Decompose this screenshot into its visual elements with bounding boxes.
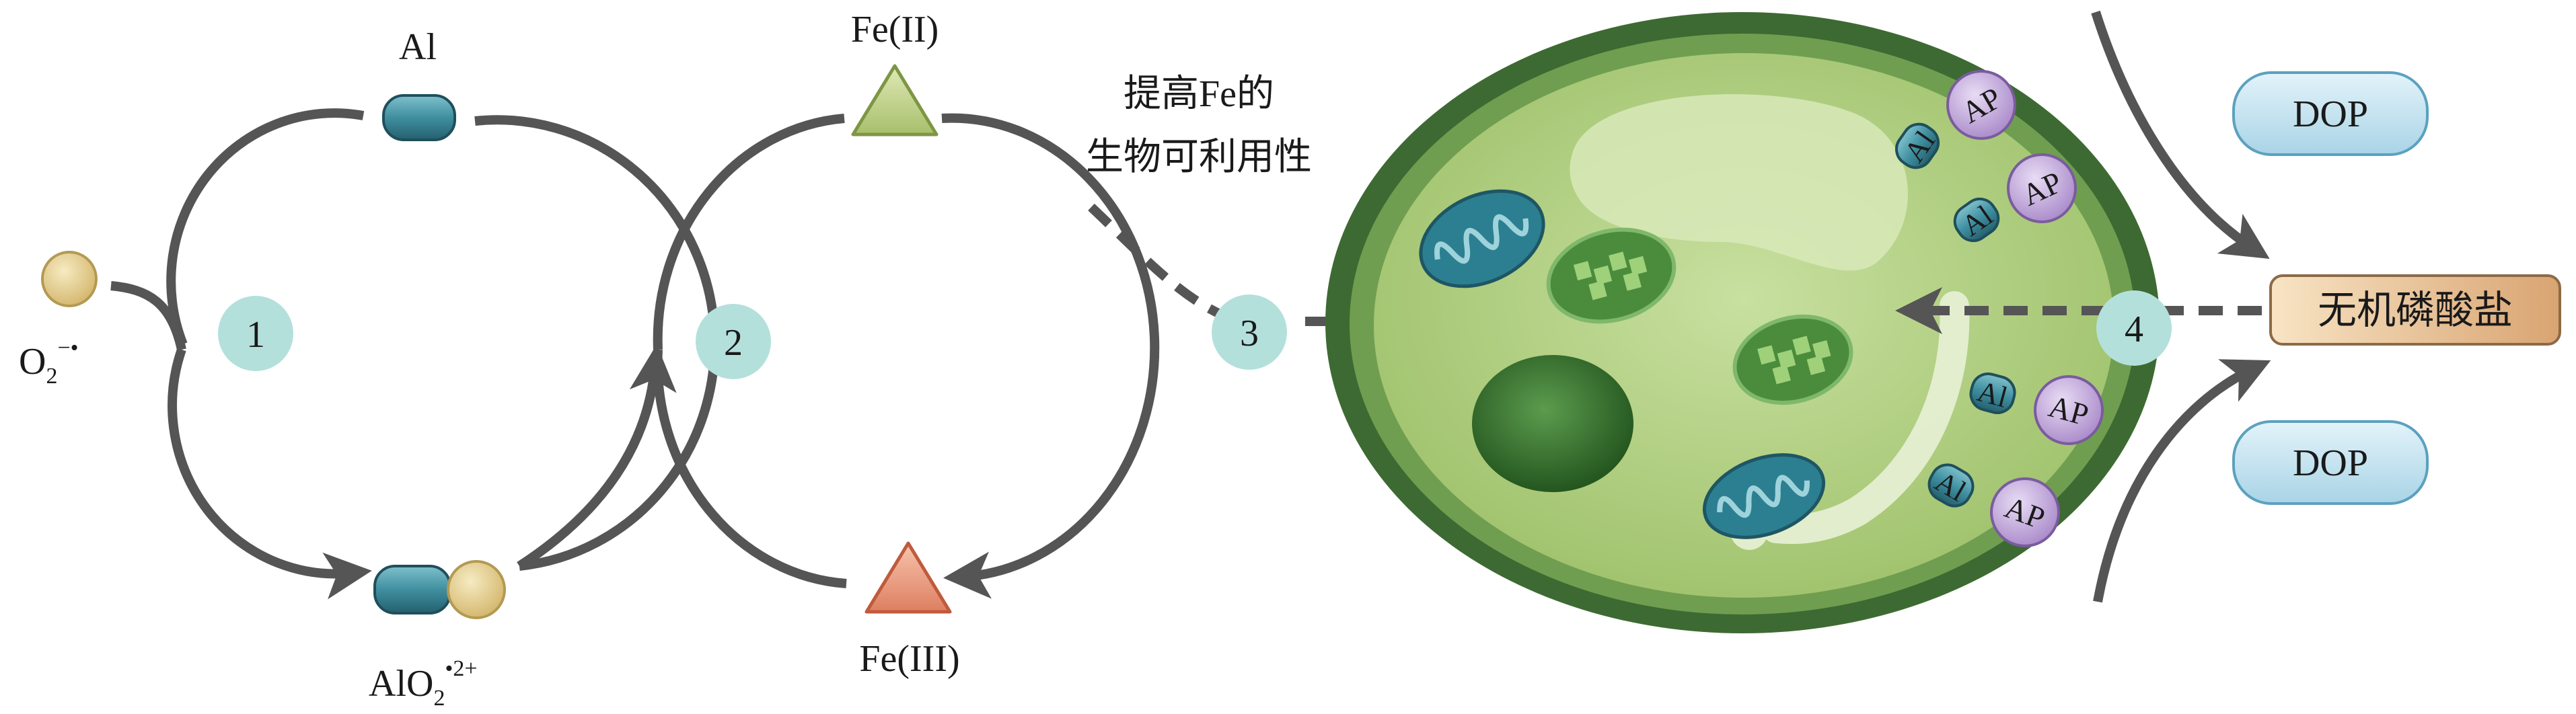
al-capsule <box>382 94 456 141</box>
step-1: 1 <box>218 296 293 371</box>
cycle1-arc-top <box>166 108 365 346</box>
alo2-label-sup: •2+ <box>445 656 477 681</box>
step-3: 3 <box>1212 294 1287 370</box>
nucleus <box>1472 355 1633 492</box>
cycle2-arc-bottom-left <box>653 349 847 588</box>
transport-channel <box>1761 291 1970 545</box>
step-4-number: 4 <box>2125 309 2143 350</box>
dop-box-bottom: DOP <box>2232 420 2429 505</box>
chloroplast-lower <box>1732 314 1853 405</box>
dop-box-top: DOP <box>2232 71 2429 156</box>
dop-bottom-label: DOP <box>2293 442 2368 484</box>
alo2-label: AlO2•2+ <box>369 656 478 711</box>
mitochondrion-lower <box>1702 453 1826 539</box>
membrane-pair-3: Al AP <box>1969 372 2104 445</box>
cycle1-arc-bottom-left <box>168 348 372 600</box>
o2-label-sub: 2 <box>46 364 57 389</box>
cycle2-arc-top-left <box>653 114 845 350</box>
cycle2-arc-right <box>941 113 1160 599</box>
step-2: 2 <box>696 304 771 379</box>
chloroplast-upper <box>1546 227 1677 324</box>
al-label: Al <box>399 26 437 68</box>
fe3-triangle <box>864 541 952 614</box>
o2-label-main: O <box>19 341 46 383</box>
inorganic-phosphate-label: 无机磷酸盐 <box>2318 288 2513 332</box>
fe2-triangle <box>851 64 939 136</box>
bioavailability-line-2: 生物可利用性 <box>1086 136 1312 178</box>
o2-sphere <box>41 251 98 307</box>
vacuole <box>1570 94 1908 271</box>
cycle-2 <box>517 113 1160 599</box>
fe3-label: Fe(III) <box>859 638 959 680</box>
o2-input-arrow <box>110 281 186 351</box>
cycle-1 <box>110 108 720 600</box>
inorganic-phosphate-box: 无机磷酸盐 <box>2269 274 2561 346</box>
bioavailability-line-1: 提高Fe的 <box>1124 73 1274 115</box>
alo2-label-sub: 2 <box>433 686 445 711</box>
fe2-label: Fe(II) <box>851 9 939 50</box>
o2-label: O2−• <box>19 335 79 389</box>
step-3-number: 3 <box>1240 313 1259 354</box>
dop-top-label: DOP <box>2293 93 2368 135</box>
dop-bottom-conversion-arrow <box>2093 359 2271 603</box>
dop-top-conversion-arrow <box>2091 10 2270 260</box>
step3-dashed-curve <box>1088 203 1226 321</box>
alo2-complex <box>373 560 506 619</box>
mitochondrion-upper <box>1419 189 1545 288</box>
alo2-label-main: AlO <box>369 663 433 705</box>
step-4: 4 <box>2096 290 2172 366</box>
step-2-number: 2 <box>724 322 743 364</box>
o2-label-sup: −• <box>57 335 78 360</box>
step-1-number: 1 <box>246 314 265 356</box>
cycle1-to-cycle2-arrow <box>517 344 677 570</box>
membrane-pair-4: Al AP <box>1927 463 2060 547</box>
